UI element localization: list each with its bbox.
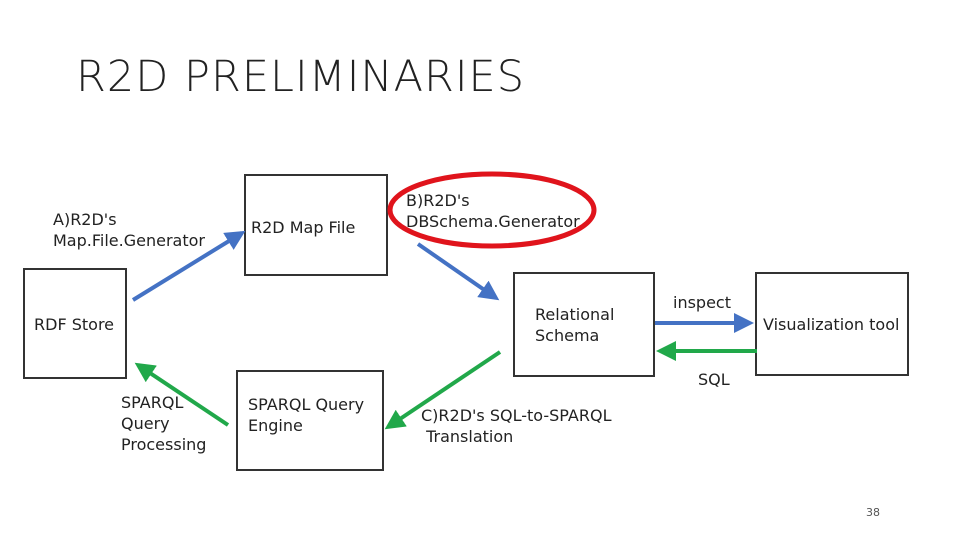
- page-number: 38: [866, 506, 880, 519]
- rdf-store-box: [23, 268, 127, 379]
- relational-schema-box: [513, 272, 655, 377]
- arrow-map-file-generator: [131, 230, 246, 302]
- sparql-engine-label: SPARQL Query Engine: [248, 395, 365, 435]
- highlight-ellipse: [387, 171, 597, 249]
- sql-to-sparql-label: C)R2D's SQL-to-SPARQL Translation: [421, 406, 612, 446]
- map-file-label: R2D Map File: [251, 218, 356, 237]
- slide-title: R2D PRELIMINARIES: [76, 52, 526, 102]
- arrow-db-schema-generator: [416, 242, 500, 301]
- map-file-box: [244, 174, 388, 276]
- relational-schema-label: Relational Schema: [535, 305, 615, 345]
- arrow-query-processing: [134, 362, 230, 427]
- query-processing-label: SPARQL Query Processing: [121, 393, 207, 454]
- inspect-label: inspect: [673, 293, 731, 312]
- visualization-tool-box: [755, 272, 909, 376]
- rdf-store-label: RDF Store: [34, 315, 115, 334]
- sql-label: SQL: [698, 370, 730, 389]
- db-schema-generator-label: B)R2D's DBSchema.Generator: [406, 191, 580, 231]
- arrow-sql-to-sparql: [384, 350, 502, 430]
- map-file-generator-label: A)R2D's Map.File.Generator: [53, 210, 205, 250]
- visualization-tool-label: Visualization tool: [763, 315, 900, 334]
- sparql-engine-box: [236, 370, 384, 471]
